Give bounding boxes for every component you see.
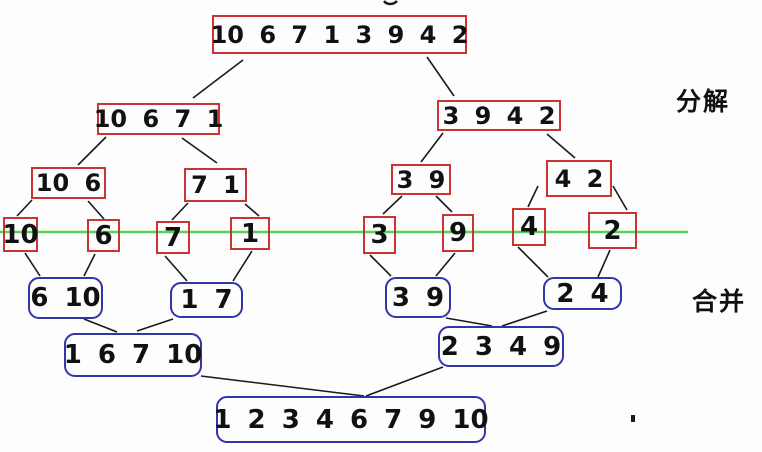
node-quarter-3-9: 3 9 (391, 164, 451, 195)
node-quarter-7-1: 7 1 (184, 168, 247, 202)
node-merge-2-4: 2 4 (543, 277, 622, 310)
node-half-left: 10 6 7 1 (93, 103, 224, 135)
node-merge-6-10: 6 10 (28, 277, 103, 319)
node-single-3: 3 (363, 216, 396, 254)
node-single-6: 6 (87, 219, 120, 252)
node-merge-3-9: 3 9 (385, 277, 451, 318)
artifact-top-mark (383, 0, 398, 6)
artifact-dot (631, 415, 635, 422)
label-merge: 合并 (692, 287, 747, 316)
node-single-7: 7 (156, 221, 190, 254)
node-quarter-4-2: 4 2 (546, 160, 612, 197)
node-quarter-10-6: 10 6 (31, 167, 106, 199)
node-single-1: 1 (230, 217, 270, 250)
node-half-right: 3 9 4 2 (437, 100, 561, 131)
label-decompose: 分解 (676, 87, 731, 116)
node-merge-1-7: 1 7 (170, 282, 243, 318)
node-single-10: 10 (2, 217, 39, 252)
node-single-9: 9 (442, 214, 474, 252)
node-single-2: 2 (588, 212, 637, 249)
node-merge-result: 1 2 3 4 6 7 9 10 (213, 396, 489, 443)
node-merge-1-6-7-10: 1 6 7 10 (64, 333, 202, 377)
node-merge-2-3-4-9: 2 3 4 9 (438, 326, 564, 367)
node-single-4: 4 (512, 208, 546, 246)
node-root: 10 6 7 1 3 9 4 2 (211, 15, 468, 54)
